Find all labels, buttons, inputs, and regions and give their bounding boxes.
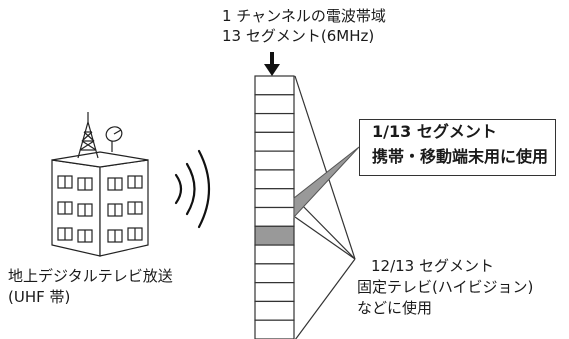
channel-segment (254, 169, 295, 190)
building-icon (51, 151, 149, 257)
antenna-tower-icon (77, 112, 99, 159)
fixed-callout-subtitle-2: などに使用 (357, 299, 433, 317)
channel-segment (254, 112, 295, 133)
fixed-callout-subtitle: 固定テレビ(ハイビジョン) (357, 278, 534, 296)
channel-segment (254, 244, 295, 265)
mobile-callout-box (359, 119, 556, 176)
mobile-callout-title: 1/13 セグメント (372, 122, 497, 141)
channel-segment (254, 263, 295, 284)
channel-segment (254, 75, 295, 96)
channel-segment (254, 131, 295, 152)
radio-waves-icon (174, 149, 211, 229)
broadcast-label: 地上デジタルテレビ放送 (8, 267, 173, 285)
broadcast-band-label: (UHF 帯) (8, 288, 71, 306)
fixed-callout-title: 12/13 セグメント (371, 257, 494, 275)
mobile-callout-subtitle: 携帯・移動端末用に使用 (372, 147, 549, 166)
mobile-segment (254, 225, 295, 246)
channel-segment (254, 319, 295, 339)
fixed-callout-lines (294, 75, 356, 339)
channel-subtitle: 13 セグメント(6MHz) (222, 27, 375, 45)
channel-segment (254, 282, 295, 303)
channel-title: 1 チャンネルの電波帯域 (222, 7, 386, 25)
channel-strip (254, 75, 295, 339)
dish-icon (105, 126, 123, 152)
channel-segment (254, 94, 295, 115)
down-arrow-icon (264, 52, 280, 76)
channel-segment (254, 206, 295, 227)
channel-segment (254, 150, 295, 171)
channel-segment (254, 300, 295, 321)
mobile-callout-wedge (293, 146, 360, 219)
channel-segment (254, 188, 295, 209)
